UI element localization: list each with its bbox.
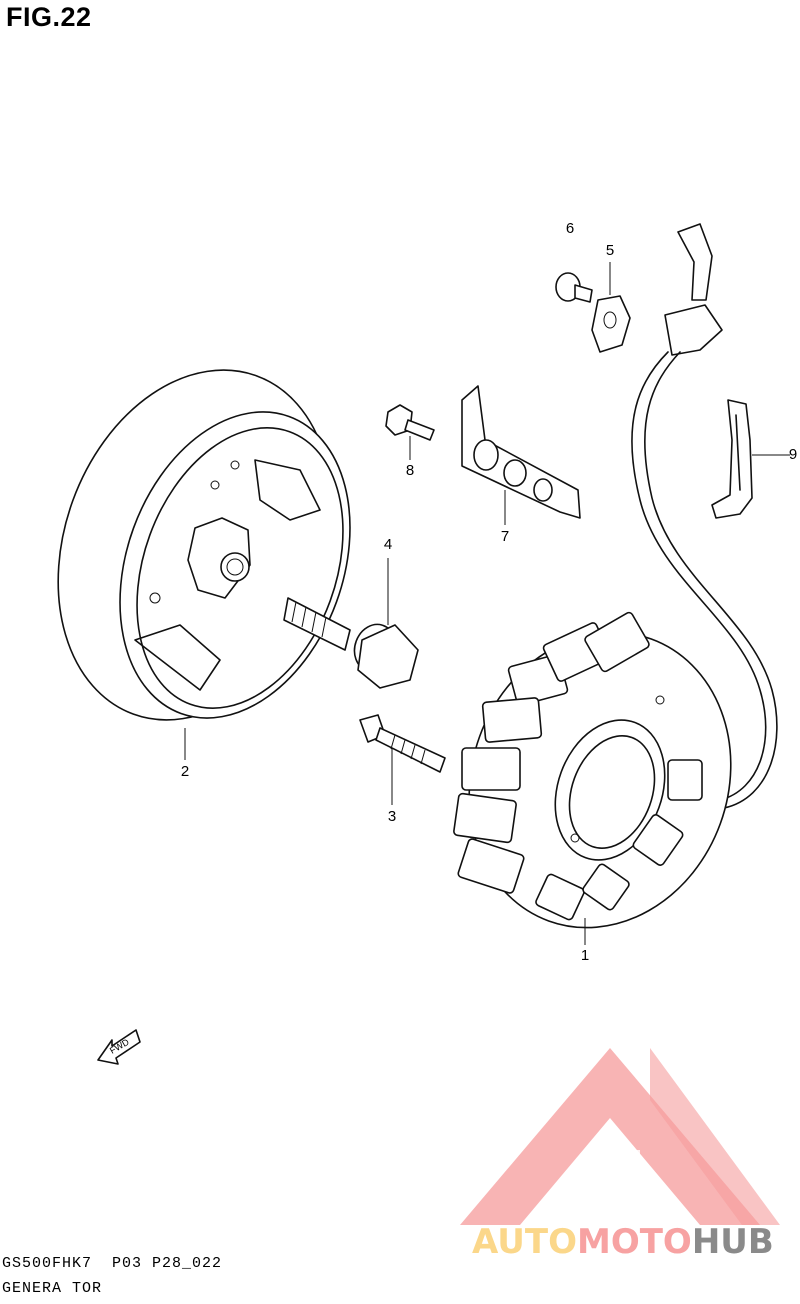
- wire-bracket-part: [711, 399, 790, 519]
- footer-model-code: GS500FHK7 P03 P28_022: [2, 1255, 223, 1272]
- callout-8: 8: [405, 462, 415, 479]
- callout-2: 2: [180, 763, 190, 780]
- clamp-screw-part: [555, 272, 593, 303]
- watermark-hub-text: HUB: [691, 1222, 774, 1262]
- watermark-auto-text: AUTO: [472, 1222, 577, 1262]
- rotor-flywheel-part: [57, 369, 351, 760]
- callout-3: 3: [387, 808, 397, 825]
- forward-arrow-icon: [97, 1029, 141, 1065]
- callout-5: 5: [605, 242, 615, 259]
- figure-title: FIG.22: [6, 2, 92, 32]
- wire-plate-part: [461, 385, 581, 525]
- small-screw-part: [385, 404, 435, 460]
- callout-4: 4: [383, 536, 393, 553]
- callout-1: 1: [580, 947, 590, 964]
- rotor-bolt-part: [283, 558, 419, 689]
- wire-harness: [631, 223, 778, 809]
- callout-7: 7: [500, 528, 510, 545]
- watermark-moto-text: MOTO: [576, 1222, 692, 1262]
- stator-part: [453, 611, 732, 945]
- small-bolt-part: [359, 714, 446, 805]
- footer-part-name: GENERA TOR: [2, 1280, 103, 1297]
- automotohub-watermark: AUTOMOTOHUB: [472, 1222, 774, 1262]
- callout-9: 9: [788, 446, 798, 463]
- callout-6: 6: [565, 220, 575, 237]
- automotohub-logo-mark: [460, 1048, 780, 1225]
- wire-clamp-part: [591, 262, 631, 353]
